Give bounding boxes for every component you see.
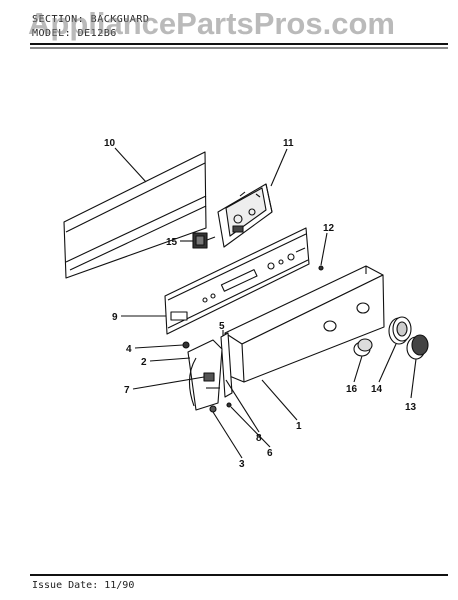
callout-11: 11 [283,138,294,149]
rear-cover-panel [63,151,207,279]
knob-16 [353,338,373,357]
callout-6: 6 [267,448,273,459]
timer-bracket [217,183,273,248]
screw-4 [182,341,190,349]
callout-9: 9 [112,312,118,323]
console-end-panel [224,265,385,383]
section-title: SECTION: BACKGUARD [32,14,150,25]
switch-part [192,232,216,249]
callout-1: 1 [296,421,302,432]
callout-5: 5 [219,321,225,332]
screw-3 [209,405,217,413]
callout-7: 7 [124,385,130,396]
callout-8: 8 [256,433,262,444]
knob-13 [406,334,429,360]
callout-12: 12 [323,223,335,234]
trim-strip [220,332,233,398]
callout-labels: 10 11 12 15 9 4 2 5 7 8 1 6 3 16 14 13 [104,138,417,470]
callout-13: 13 [405,402,417,413]
callout-16: 16 [346,384,358,395]
watermark: AppliancePartsPros.com [28,6,395,41]
callout-15: 15 [166,237,178,248]
backguard-panel [164,227,310,335]
issue-date: Issue Date: 11/90 [32,580,135,591]
model-number: MODEL: DE12B6 [32,28,117,39]
callout-2: 2 [141,357,147,368]
callout-3: 3 [239,459,245,470]
callout-14: 14 [371,384,383,395]
callout-4: 4 [126,344,132,355]
control-bracket [187,339,223,411]
callout-10: 10 [104,138,116,149]
leader-lines [114,147,417,459]
dial-14 [388,316,412,345]
screw-6 [226,402,232,408]
screw-12 [318,265,324,271]
